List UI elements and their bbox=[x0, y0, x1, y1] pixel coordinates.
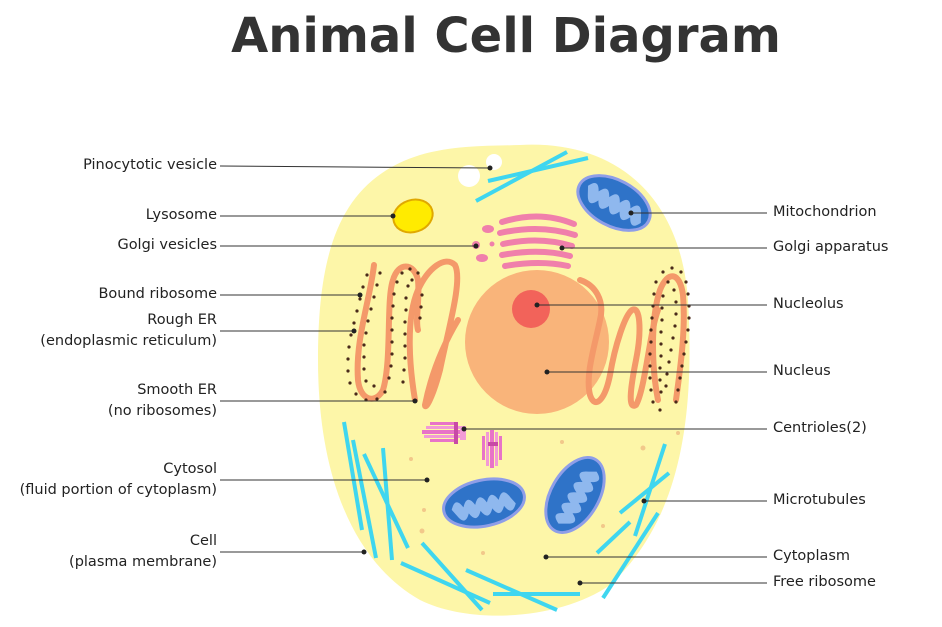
golgi-apparatus-shape bbox=[497, 213, 578, 269]
label-centrioles: Centrioles(2) bbox=[773, 420, 867, 436]
leader-lines-right bbox=[464, 212, 767, 584]
label-cytoplasm: Cytoplasm bbox=[773, 548, 851, 564]
label-bound-ribosome: Bound ribosome bbox=[98, 286, 217, 302]
smooth-er-left bbox=[406, 258, 461, 410]
free-ribosomes bbox=[409, 431, 680, 555]
page-title: Animal Cell Diagram bbox=[231, 8, 781, 64]
nucleolus-shape bbox=[512, 290, 550, 328]
label-rough-er: Rough ER (endoplasmic reticulum) bbox=[40, 312, 217, 349]
microtubules-bottom bbox=[342, 421, 671, 612]
label-golgi-vesicles: Golgi vesicles bbox=[117, 237, 217, 253]
leader-dots-right bbox=[461, 210, 647, 586]
label-nucleus: Nucleus bbox=[773, 363, 831, 379]
mitochondrion-bottom-left bbox=[442, 477, 526, 529]
label-pinocytotic-vesicle: Pinocytotic vesicle bbox=[83, 157, 217, 173]
label-lysosome: Lysosome bbox=[145, 207, 217, 223]
centrioles-shape bbox=[422, 422, 502, 468]
leader-lines-left bbox=[219, 165, 491, 553]
rough-er-right bbox=[648, 266, 691, 412]
label-cytosol: Cytosol (fluid portion of cytoplasm) bbox=[19, 461, 217, 498]
label-nucleolus: Nucleolus bbox=[773, 296, 844, 312]
smooth-er-right bbox=[577, 277, 661, 409]
lysosome-shape bbox=[392, 198, 434, 234]
label-mitochondrion: Mitochondrion bbox=[773, 204, 877, 220]
label-free-ribosome: Free ribosome bbox=[773, 574, 876, 590]
pinocytotic-vesicle-shape bbox=[458, 154, 502, 187]
label-golgi-apparatus: Golgi apparatus bbox=[773, 239, 889, 255]
label-smooth-er: Smooth ER (no ribosomes) bbox=[107, 382, 217, 419]
rough-er-left bbox=[346, 262, 424, 402]
leader-dots-left bbox=[351, 165, 493, 555]
microtubules-top bbox=[475, 150, 589, 203]
label-microtubules: Microtubules bbox=[773, 492, 866, 508]
nucleus-shape bbox=[465, 270, 609, 414]
mitochondrion-bottom-right bbox=[544, 456, 606, 534]
mitochondrion-top bbox=[576, 174, 652, 232]
label-cell-membrane: Cell (plasma membrane) bbox=[69, 533, 217, 570]
